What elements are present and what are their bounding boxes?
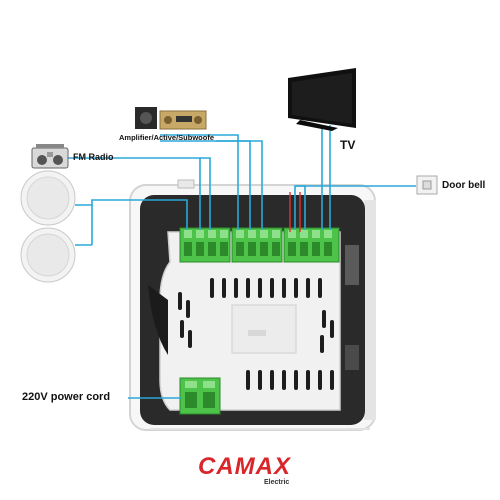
housing-left-curve bbox=[148, 285, 168, 355]
brand-logo: CAMAX Electric bbox=[198, 453, 318, 493]
door-bell-label: Door bell bbox=[442, 180, 486, 191]
terminal-block-top bbox=[179, 227, 340, 263]
power-terminal bbox=[179, 377, 221, 415]
panel-frame-shade bbox=[364, 200, 376, 420]
tv-label: TV bbox=[340, 138, 356, 152]
vent-slots bbox=[178, 278, 334, 390]
amplifier-label: Amplifier/Active/Subwoofe bbox=[119, 133, 215, 142]
power-cord-label: 220V power cord bbox=[22, 391, 111, 403]
speaker-icon bbox=[20, 170, 76, 226]
panel-tab bbox=[177, 179, 195, 189]
amplifier-icon bbox=[135, 107, 207, 130]
housing-bracket bbox=[345, 245, 359, 285]
brand-sub: Electric bbox=[264, 479, 290, 486]
wires-red bbox=[289, 192, 301, 232]
doorbell-icon bbox=[416, 175, 438, 195]
tv-icon bbox=[288, 68, 356, 131]
brand-name: CAMAX bbox=[198, 453, 291, 480]
housing-notch bbox=[248, 330, 266, 336]
housing-plate bbox=[231, 304, 297, 354]
wires bbox=[68, 125, 416, 399]
fm-radio-label: FM Radio bbox=[73, 152, 114, 162]
housing-bracket-2 bbox=[345, 345, 359, 370]
radio-icon bbox=[31, 144, 69, 169]
speaker-icon bbox=[20, 227, 76, 283]
